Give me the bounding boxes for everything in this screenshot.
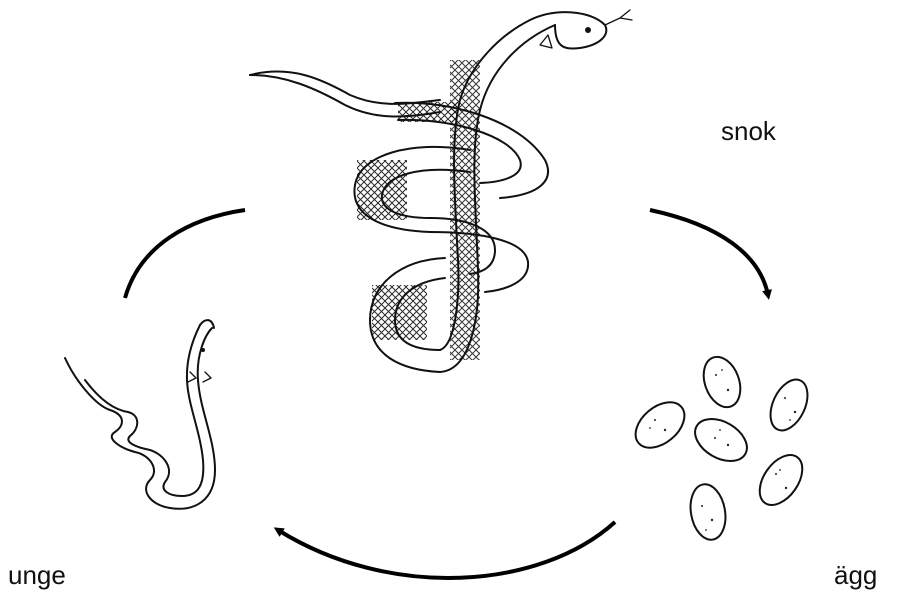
egg — [697, 352, 747, 412]
egg — [763, 374, 815, 436]
egg — [688, 410, 754, 469]
egg — [627, 393, 693, 457]
egg — [686, 481, 729, 542]
label-unge: unge — [8, 560, 66, 591]
label-snok: snok — [721, 116, 776, 147]
young-snake-icon — [65, 320, 215, 509]
adult-snake-icon — [250, 10, 632, 372]
egg-cluster-icon — [627, 352, 815, 543]
arrow-agg-to-unge — [278, 522, 615, 578]
label-agg: ägg — [834, 560, 877, 591]
arrow-snok-to-agg — [650, 210, 768, 295]
egg — [751, 447, 811, 512]
arrow-unge-to-snok — [125, 210, 245, 298]
